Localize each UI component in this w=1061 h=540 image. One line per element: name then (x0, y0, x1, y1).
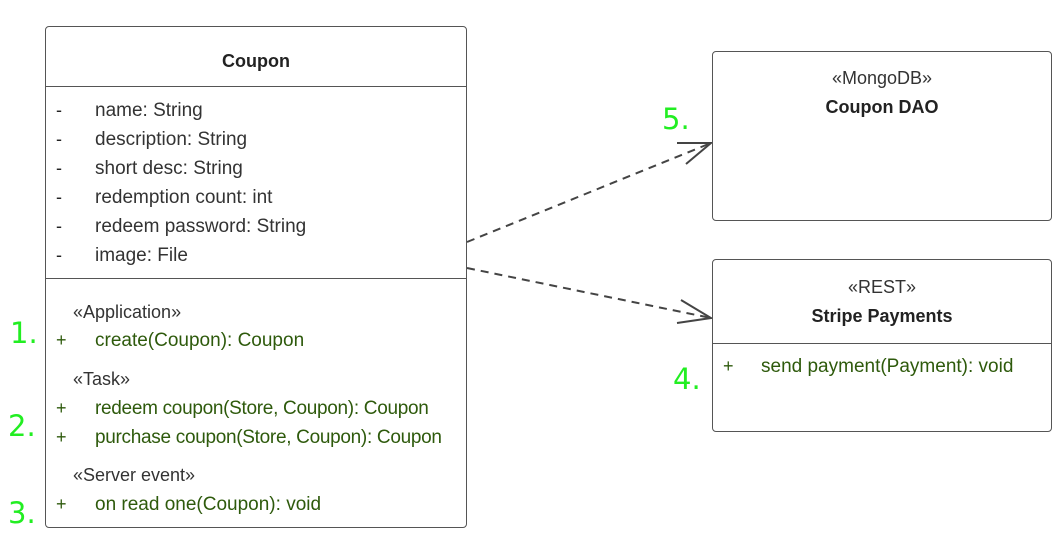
stripe-operations-divider (713, 343, 1051, 344)
op-purchase-coupon: purchase coupon(Store, Coupon): Coupon (95, 427, 442, 448)
attr-visibility: - (56, 187, 62, 207)
attributes-divider (46, 86, 466, 87)
attr-image: image: File (95, 245, 188, 266)
marker-3: 3. (8, 496, 36, 530)
op-redeem-coupon: redeem coupon(Store, Coupon): Coupon (95, 398, 429, 419)
marker-2: 2. (8, 409, 36, 443)
stripe-payments-class[interactable]: «REST» Stripe Payments + send payment(Pa… (712, 259, 1052, 432)
attr-visibility: - (56, 158, 62, 178)
dao-stereotype: «MongoDB» (831, 68, 933, 88)
coupon-dao-class[interactable]: «MongoDB» Coupon DAO (712, 51, 1052, 221)
attr-visibility: - (56, 216, 62, 236)
marker-1: 1. (10, 316, 38, 350)
op-visibility: + (56, 398, 67, 418)
op-visibility: + (723, 356, 734, 376)
coupon-class[interactable]: Coupon - name: String - description: Str… (45, 26, 467, 528)
coupon-class-name: Coupon (222, 51, 290, 71)
op-create: create(Coupon): Coupon (95, 330, 305, 351)
attr-short-desc: short desc: String (95, 158, 243, 179)
op-visibility: + (56, 427, 67, 447)
attr-name: name: String (95, 100, 203, 121)
stereotype-task: «Task» (73, 369, 131, 389)
op-visibility: + (56, 330, 67, 350)
attr-redeem-password: redeem password: String (95, 216, 307, 237)
dependency-coupon-to-stripe (466, 267, 712, 319)
attr-redemption-count: redemption count: int (95, 187, 273, 208)
dependency-coupon-to-dao (466, 142, 712, 243)
op-on-read-one: on read one(Coupon): void (95, 494, 322, 515)
marker-5: 5. (662, 102, 690, 136)
op-send-payment: send payment(Payment): void (761, 356, 1014, 377)
stereotype-server-event: «Server event» (73, 465, 196, 485)
stripe-stereotype: «REST» (847, 277, 917, 297)
op-visibility: + (56, 494, 67, 514)
dao-class-name: Coupon DAO (825, 97, 939, 117)
attr-visibility: - (56, 129, 62, 149)
arrowhead-stripe (676, 299, 714, 324)
marker-4: 4. (673, 362, 701, 396)
arrowhead-dao (677, 142, 714, 165)
attr-description: description: String (95, 129, 248, 150)
attr-visibility: - (56, 245, 62, 265)
stereotype-application: «Application» (73, 302, 182, 322)
attr-visibility: - (56, 100, 62, 120)
stripe-class-name: Stripe Payments (811, 306, 953, 326)
operations-divider (46, 278, 466, 279)
